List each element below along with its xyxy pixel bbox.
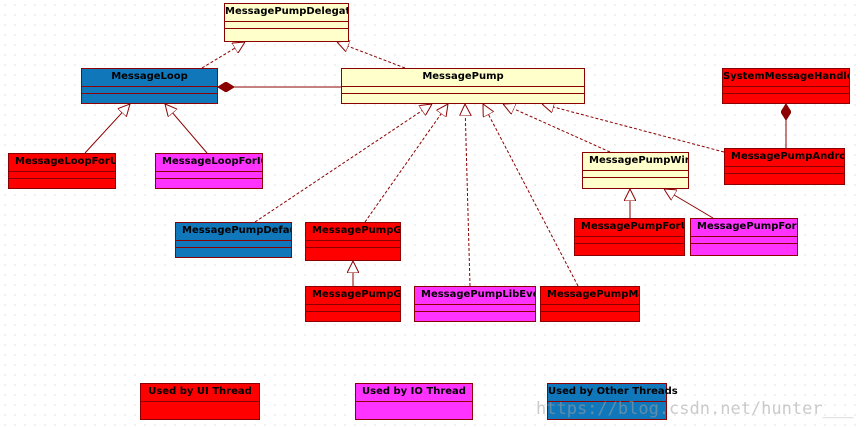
operations-section (342, 94, 584, 100)
class-message-pump-delegate[interactable]: MessagePumpDelegate (224, 3, 349, 42)
legend-label: Used by UI Thread (141, 384, 259, 402)
class-message-loop[interactable]: MessageLoop (81, 68, 218, 104)
glib-realizes-pump (364, 104, 448, 223)
class-name: SystemMessageHandler (723, 69, 849, 87)
attributes-section (691, 237, 797, 244)
attributes-section (725, 167, 844, 174)
attributes-section (415, 305, 535, 312)
operations-section (541, 312, 639, 318)
attributes-section (342, 87, 584, 94)
android-realizes-pump (542, 104, 725, 153)
class-name: MessageLoopForIO (156, 154, 262, 172)
attributes-section (306, 241, 400, 248)
libevent-realizes-pump (465, 104, 470, 287)
class-message-pump[interactable]: MessagePump (341, 68, 585, 104)
class-name: MessagePumpGtk (306, 287, 400, 305)
legend-other-threads: Used by Other Threads (547, 383, 678, 420)
operations-section (176, 248, 291, 254)
operations-section (691, 244, 797, 250)
operations-section (575, 244, 684, 250)
loop-realizes-delegate (201, 42, 245, 69)
class-message-loop-for-io[interactable]: MessageLoopForIO (155, 153, 263, 189)
class-name: MessagePumpWin (583, 153, 688, 171)
operations-section (723, 94, 849, 100)
class-name: MessagePumpDefault (176, 223, 291, 241)
class-name: MessagePumpForIO (691, 219, 797, 237)
loopforio-extends-loop (165, 104, 208, 154)
class-message-pump-gtk[interactable]: MessagePumpGtk (305, 286, 401, 322)
legend-label: Used by Other Threads (548, 384, 678, 402)
attributes-section (156, 172, 262, 179)
class-message-loop-for-ui[interactable]: MessageLoopForUI (8, 153, 116, 189)
class-message-pump-mac[interactable]: MessagePumpMac (540, 286, 640, 322)
class-name: MessageLoop (82, 69, 217, 87)
attributes-section (723, 87, 849, 94)
win-realizes-pump (503, 104, 611, 153)
class-message-pump-glib[interactable]: MessagePumpGlib (305, 222, 401, 261)
class-name: MessagePumpLibEvent (415, 287, 535, 305)
class-message-pump-for-io[interactable]: MessagePumpForIO (690, 218, 798, 256)
operations-section (306, 312, 400, 318)
class-name: MessagePumpAndroid (725, 149, 844, 167)
attributes-section (82, 87, 217, 94)
attributes-section (575, 237, 684, 244)
operations-section (306, 248, 400, 254)
attributes-section (583, 171, 688, 178)
class-name: MessagePumpMac (541, 287, 639, 305)
operations-section (82, 94, 217, 100)
attributes-section (306, 305, 400, 312)
operations-section (9, 179, 115, 185)
operations-section (225, 29, 348, 35)
attributes-section (176, 241, 291, 248)
mac-realizes-pump (483, 104, 579, 287)
default-realizes-pump (254, 104, 432, 223)
operations-section (725, 174, 844, 180)
operations-section (415, 312, 535, 318)
pumpforio-extends-win (664, 189, 714, 219)
class-name: MessagePumpGlib (306, 223, 400, 241)
legend-io-thread: Used by IO Thread (355, 383, 473, 420)
class-message-pump-android[interactable]: MessagePumpAndroid (724, 148, 845, 185)
attributes-section (225, 22, 348, 29)
class-system-message-handler[interactable]: SystemMessageHandler (722, 68, 850, 104)
class-name: MessagePump (342, 69, 584, 87)
attributes-section (541, 305, 639, 312)
class-message-pump-win[interactable]: MessagePumpWin (582, 152, 689, 189)
operations-section (156, 179, 262, 185)
class-message-pump-default[interactable]: MessagePumpDefault (175, 222, 292, 258)
class-name: MessagePumpDelegate (225, 4, 348, 22)
class-name: MessagePumpForUI (575, 219, 684, 237)
class-name: MessageLoopForUI (9, 154, 115, 172)
class-message-pump-lib-event[interactable]: MessagePumpLibEvent (414, 286, 536, 322)
watermark: https://blog.csdn.net/hunter___ (536, 399, 854, 419)
operations-section (583, 178, 688, 184)
legend-label: Used by IO Thread (356, 384, 472, 402)
pump-uses-delegate (337, 42, 406, 69)
legend-ui-thread: Used by UI Thread (140, 383, 260, 420)
attributes-section (9, 172, 115, 179)
loopforui-extends-loop (84, 104, 130, 154)
class-message-pump-for-ui[interactable]: MessagePumpForUI (574, 218, 685, 256)
